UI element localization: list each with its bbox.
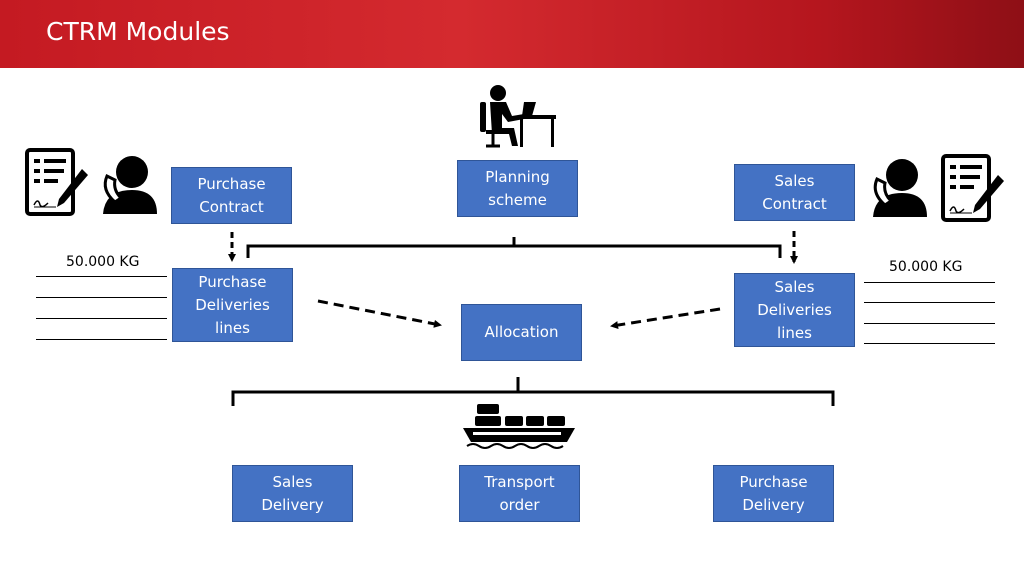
- top-bracket: [246, 237, 782, 258]
- sales-delivery-label: Sales Delivery: [261, 472, 324, 514]
- right-line-1: [864, 282, 995, 283]
- sales-contract-label: Sales Contract: [762, 171, 827, 213]
- right-quantity: 50.000 KG: [889, 259, 963, 275]
- right-line-3: [864, 323, 995, 324]
- sales-deliveries-lines-label: Sales Deliveries lines: [757, 277, 832, 342]
- cargo-ship-icon: [463, 404, 575, 449]
- left-line-1: [36, 276, 167, 277]
- purchase-deliveries-lines-label: Purchase Deliveries lines: [195, 272, 270, 337]
- purchase-delivery-box: Purchase Delivery: [713, 465, 834, 522]
- person-on-phone-icon: [103, 156, 157, 214]
- bottom-bracket: [231, 377, 835, 406]
- allocation-box: Allocation: [461, 304, 582, 361]
- purchase-deliveries-lines-box: Purchase Deliveries lines: [172, 268, 293, 342]
- purchase-delivery-label: Purchase Delivery: [739, 472, 808, 514]
- contract-document-icon: [25, 148, 88, 216]
- right-line-4: [864, 343, 995, 344]
- right-line-2: [864, 302, 995, 303]
- sales-deliveries-lines-box: Sales Deliveries lines: [734, 273, 855, 347]
- left-line-2: [36, 297, 167, 298]
- arrow-purchase-lines-to-allocation: [317, 299, 442, 328]
- slide-header: CTRM Modules: [0, 0, 1024, 68]
- purchase-contract-label: Purchase Contract: [197, 174, 266, 216]
- transport-order-label: Transport order: [484, 472, 555, 514]
- planning-scheme-box: Planning scheme: [457, 160, 578, 217]
- arrow-sales-lines-to-allocation: [610, 307, 721, 330]
- slide-title: CTRM Modules: [46, 17, 230, 46]
- transport-order-box: Transport order: [459, 465, 580, 522]
- contract-document-icon: [941, 154, 1004, 222]
- left-line-3: [36, 318, 167, 319]
- purchase-contract-box: Purchase Contract: [171, 167, 292, 224]
- person-at-desk-icon: [480, 85, 556, 148]
- left-line-4: [36, 339, 167, 340]
- planning-scheme-label: Planning scheme: [485, 167, 550, 209]
- allocation-label: Allocation: [484, 323, 559, 341]
- sales-contract-box: Sales Contract: [734, 164, 855, 221]
- person-on-phone-icon: [873, 159, 927, 217]
- sales-delivery-box: Sales Delivery: [232, 465, 353, 522]
- left-quantity: 50.000 KG: [66, 254, 140, 270]
